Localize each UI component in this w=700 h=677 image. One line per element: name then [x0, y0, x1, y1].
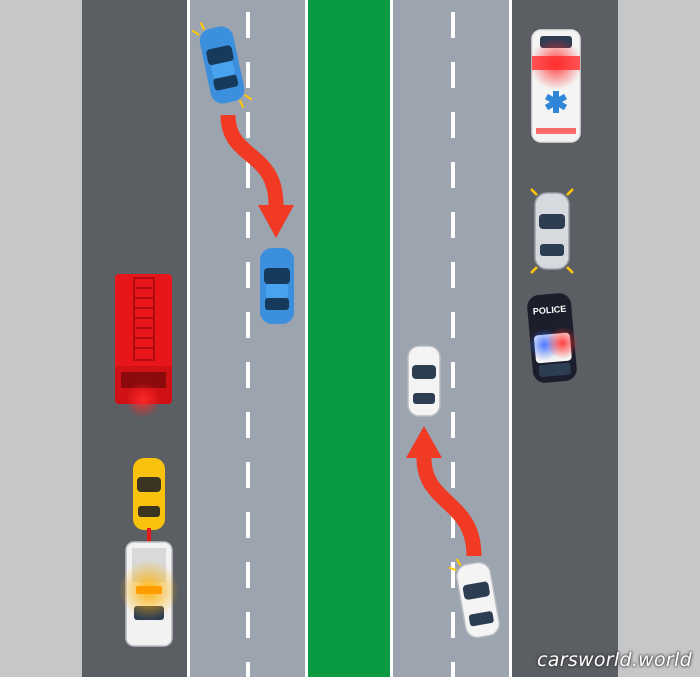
dashed-lane-line-left [246, 12, 250, 677]
edge-line-left-outer [187, 0, 190, 677]
left-verge [0, 0, 82, 677]
police-car: POLICE [527, 293, 579, 383]
lane-dash [451, 262, 455, 288]
fire-truck [115, 274, 172, 418]
watermark-text: carsworld.world [537, 649, 692, 671]
ambulance [530, 29, 582, 143]
lane-dash [451, 462, 455, 488]
lane-dash [246, 12, 250, 38]
lane-dash [451, 312, 455, 338]
lane-dash [451, 412, 455, 438]
yellow-taxi [133, 458, 165, 530]
merge-arrow-up [406, 426, 482, 557]
white-car-bottom [448, 558, 501, 639]
lane-dash [451, 62, 455, 88]
lane-dash [246, 262, 250, 288]
white-car-merged [407, 345, 441, 417]
lane-dash [246, 462, 250, 488]
edge-line-right-outer [509, 0, 512, 677]
lane-dash [246, 412, 250, 438]
lane-dash [451, 612, 455, 638]
lane-dash [246, 362, 250, 388]
lane-dash [246, 162, 250, 188]
lane-dash [451, 112, 455, 138]
silver-car [530, 188, 574, 274]
lane-dash [246, 62, 250, 88]
blue-car-merged [260, 248, 294, 324]
edge-line-right-inner [390, 0, 393, 677]
lane-dash [246, 562, 250, 588]
lane-dash [246, 662, 250, 677]
police-label: POLICE [532, 304, 566, 317]
lane-dash [451, 512, 455, 538]
tow-truck [119, 528, 179, 647]
star-of-life-icon [544, 91, 568, 113]
edge-line-left-inner [305, 0, 308, 677]
lane-dash [246, 512, 250, 538]
dashed-lane-line-right [451, 12, 455, 677]
blue-car-top [191, 22, 253, 108]
lane-dash [246, 312, 250, 338]
lane-dash [246, 112, 250, 138]
lane-dash [451, 362, 455, 388]
lane-dash [451, 162, 455, 188]
right-verge [618, 0, 700, 677]
lane-dash [451, 12, 455, 38]
lane-dash [451, 562, 455, 588]
lane-dash [451, 662, 455, 677]
lane-dash [246, 612, 250, 638]
merge-arrow-down [220, 114, 294, 238]
lane-dash [451, 212, 455, 238]
lane-dash [246, 212, 250, 238]
median-strip [307, 0, 391, 677]
